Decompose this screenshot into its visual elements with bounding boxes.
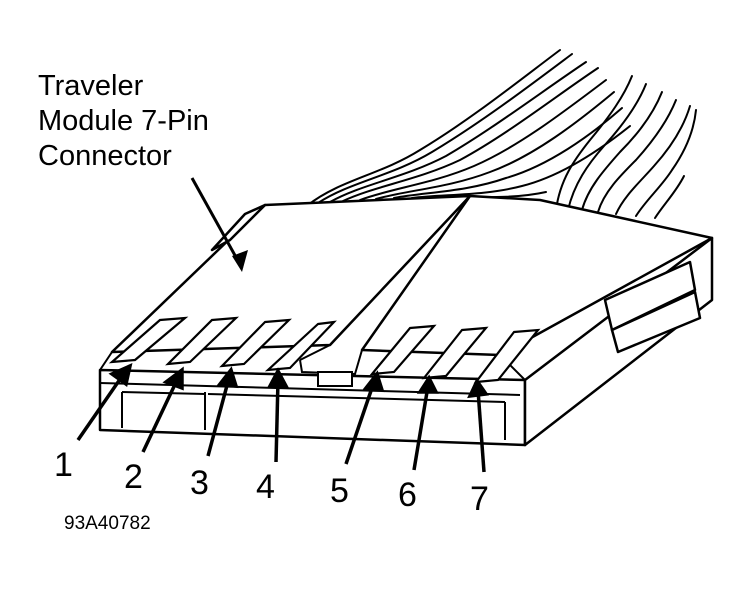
- pin-slots: [108, 316, 541, 384]
- reference-code: 93A40782: [64, 513, 151, 534]
- label-arrow: [190, 177, 248, 272]
- title-line-2: Module 7-Pin: [38, 105, 209, 137]
- wire-harness: [307, 49, 697, 219]
- pin-label-6: 6: [398, 476, 417, 514]
- pin-arrow-3: [206, 377, 231, 457]
- pin-arrow-4: [274, 379, 280, 463]
- pin-label-3: 3: [190, 464, 209, 502]
- pin-arrow-6: [412, 385, 430, 471]
- pin-label-5: 5: [330, 472, 349, 510]
- pin-arrow-7: [476, 389, 486, 473]
- pin-arrow-5: [344, 381, 376, 465]
- pin-label-7: 7: [470, 480, 489, 518]
- pin-label-2: 2: [124, 458, 143, 496]
- pin-label-4: 4: [256, 468, 275, 506]
- pin-arrow-2: [141, 377, 180, 453]
- pin-arrow-1: [76, 371, 127, 441]
- pin-label-1: 1: [54, 446, 73, 484]
- title-line-1: Traveler: [38, 70, 144, 102]
- title-line-3: Connector: [38, 140, 172, 172]
- pin-arrows: [76, 362, 490, 473]
- connector-housing: [98, 194, 714, 447]
